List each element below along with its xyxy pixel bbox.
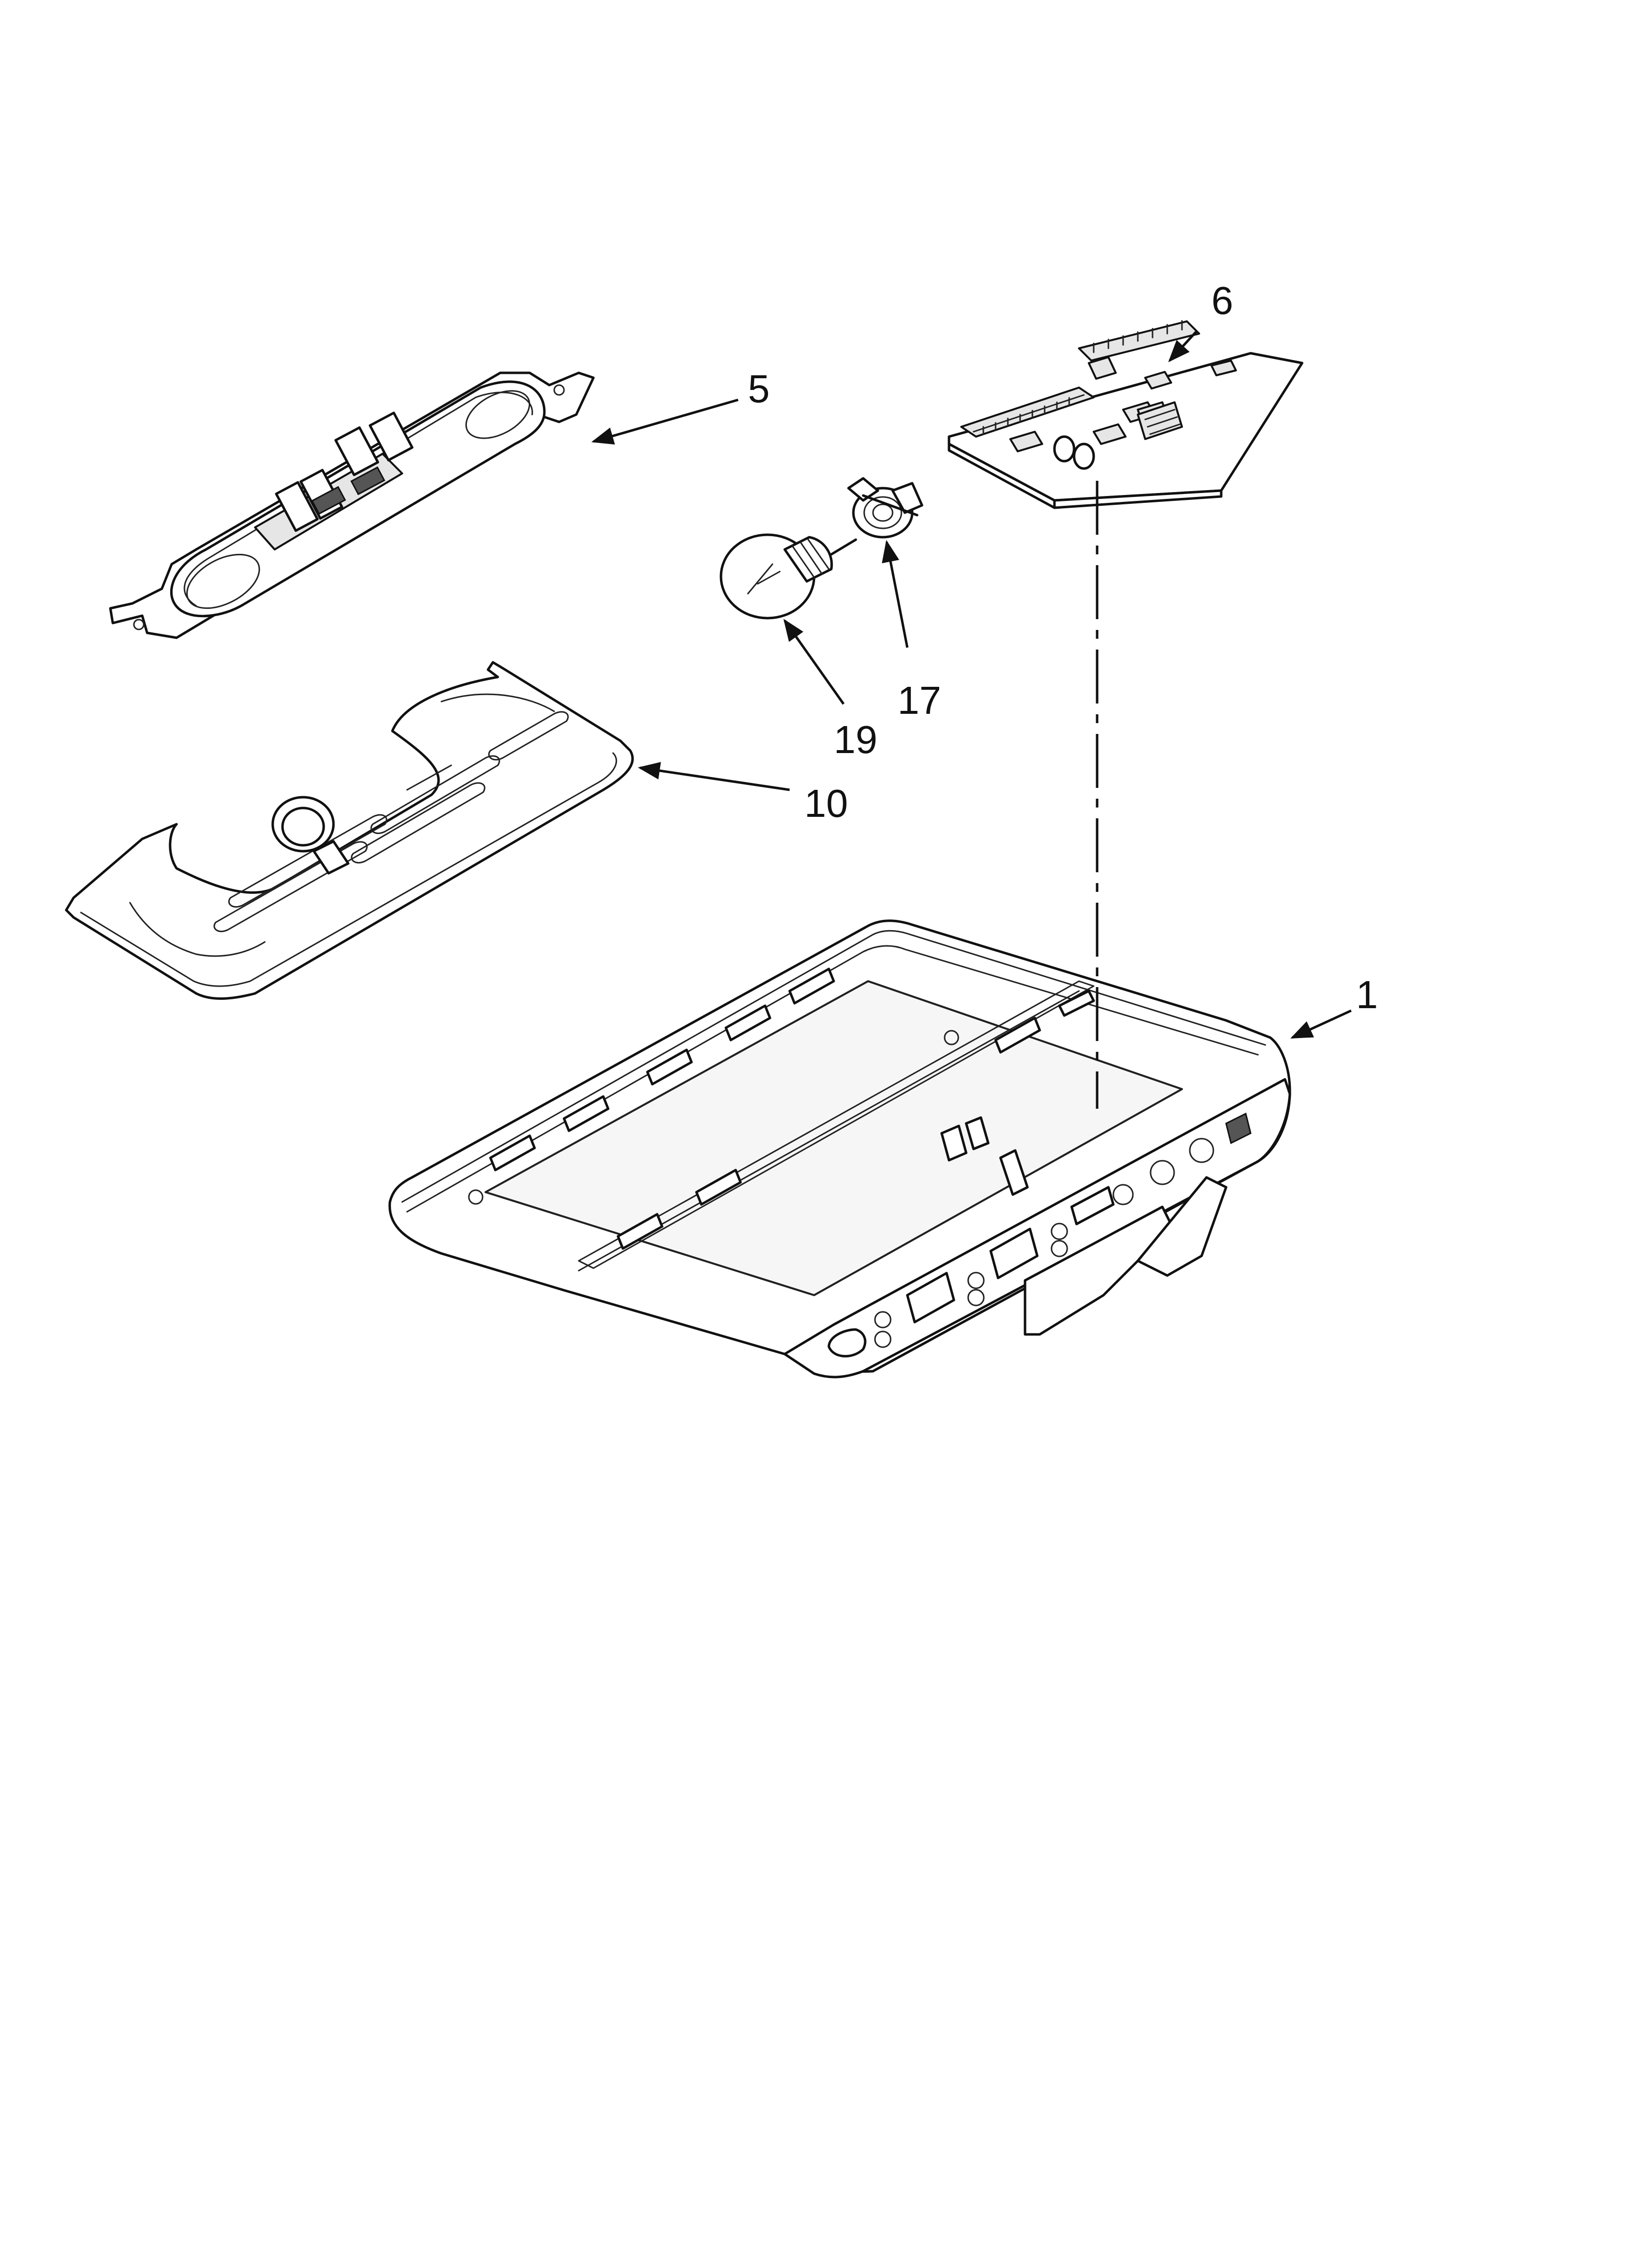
leader-19	[783, 619, 845, 705]
part-17-socket-clip	[847, 477, 924, 539]
callout-labels: 5 6 19 17 10 1	[748, 279, 1378, 1017]
part-6-control-board	[948, 320, 1304, 509]
callout-6: 6	[1211, 279, 1233, 322]
callout-10: 10	[804, 782, 848, 825]
part-1-console-panel	[388, 919, 1291, 1379]
leader-arrows	[591, 330, 1352, 1039]
callout-1: 1	[1356, 973, 1378, 1017]
leader-1	[1290, 1009, 1352, 1039]
leader-17	[882, 540, 909, 648]
callout-5: 5	[748, 367, 770, 411]
callout-19: 19	[834, 718, 877, 761]
leader-10	[638, 762, 790, 791]
part-19-bulb	[719, 533, 857, 620]
part-10-lens-cover	[65, 661, 634, 1000]
callout-17: 17	[898, 678, 941, 722]
leader-5	[591, 398, 739, 445]
leader-6	[1168, 330, 1198, 363]
part-5-light-housing	[109, 371, 595, 639]
